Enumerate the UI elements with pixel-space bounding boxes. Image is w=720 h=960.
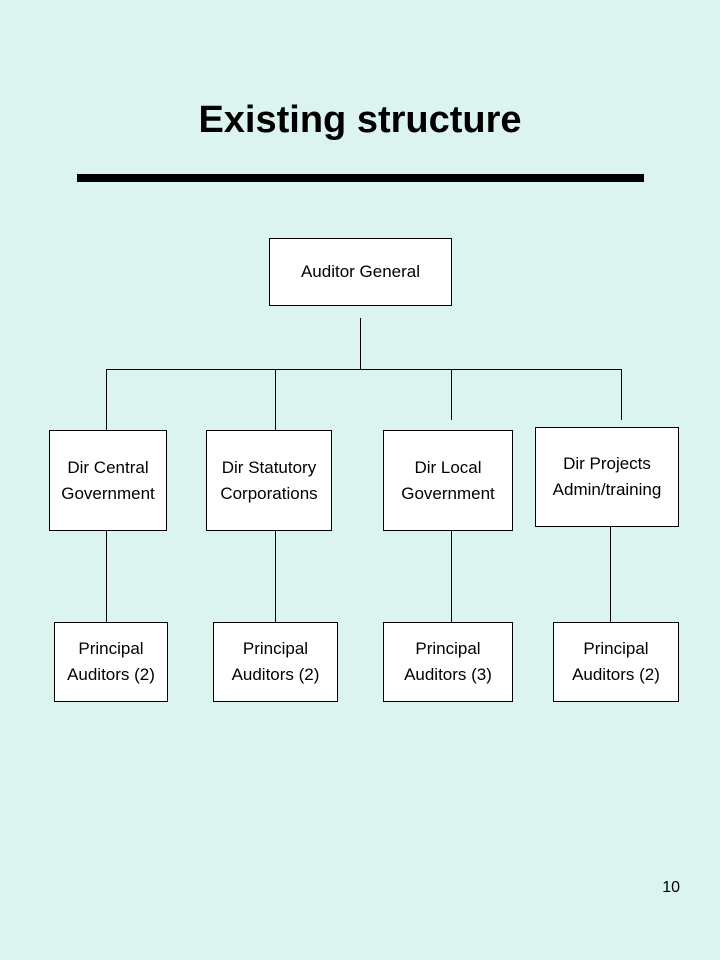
node-auditor-general: Auditor General — [269, 238, 452, 306]
connector-to-dir-local — [451, 369, 452, 420]
node-dir-central-government-label: Dir Central Government — [61, 457, 155, 503]
node-dir-statutory-corporations-label: Dir Statutory Corporations — [220, 457, 318, 503]
connector-to-dir-central — [106, 369, 107, 430]
node-dir-statutory-corporations: Dir Statutory Corporations — [206, 430, 332, 531]
node-dir-local-government: Dir Local Government — [383, 430, 513, 531]
connector-statutory-to-principal — [275, 531, 276, 622]
node-dir-projects-admin-training-label: Dir Projects Admin/training — [552, 454, 662, 499]
node-principal-auditors-projects: Principal Auditors (2) — [553, 622, 679, 702]
node-principal-auditors-local: Principal Auditors (3) — [383, 622, 513, 702]
node-principal-auditors-projects-label: Principal Auditors (2) — [572, 639, 660, 684]
node-dir-local-government-label: Dir Local Government — [401, 457, 495, 503]
node-principal-auditors-statutory: Principal Auditors (2) — [213, 622, 338, 702]
node-principal-auditors-local-label: Principal Auditors (3) — [404, 639, 492, 684]
page-number: 10 — [662, 879, 680, 896]
connector-to-dir-projects — [621, 369, 622, 420]
connector-central-to-principal — [106, 531, 107, 622]
connector-to-dir-statutory — [275, 369, 276, 430]
node-principal-auditors-central: Principal Auditors (2) — [54, 622, 168, 702]
node-dir-projects-admin-training: Dir Projects Admin/training — [535, 427, 679, 527]
title-underline — [77, 174, 644, 182]
connector-local-to-principal — [451, 531, 452, 622]
node-auditor-general-label: Auditor General — [300, 262, 421, 281]
slide-title: Existing structure — [198, 99, 522, 141]
node-principal-auditors-statutory-label: Principal Auditors (2) — [231, 639, 320, 684]
connector-horizontal-bar — [106, 369, 622, 370]
connector-projects-to-principal — [610, 520, 611, 622]
node-dir-central-government: Dir Central Government — [49, 430, 167, 531]
node-principal-auditors-central-label: Principal Auditors (2) — [67, 639, 155, 684]
connector-root-down — [360, 318, 361, 369]
